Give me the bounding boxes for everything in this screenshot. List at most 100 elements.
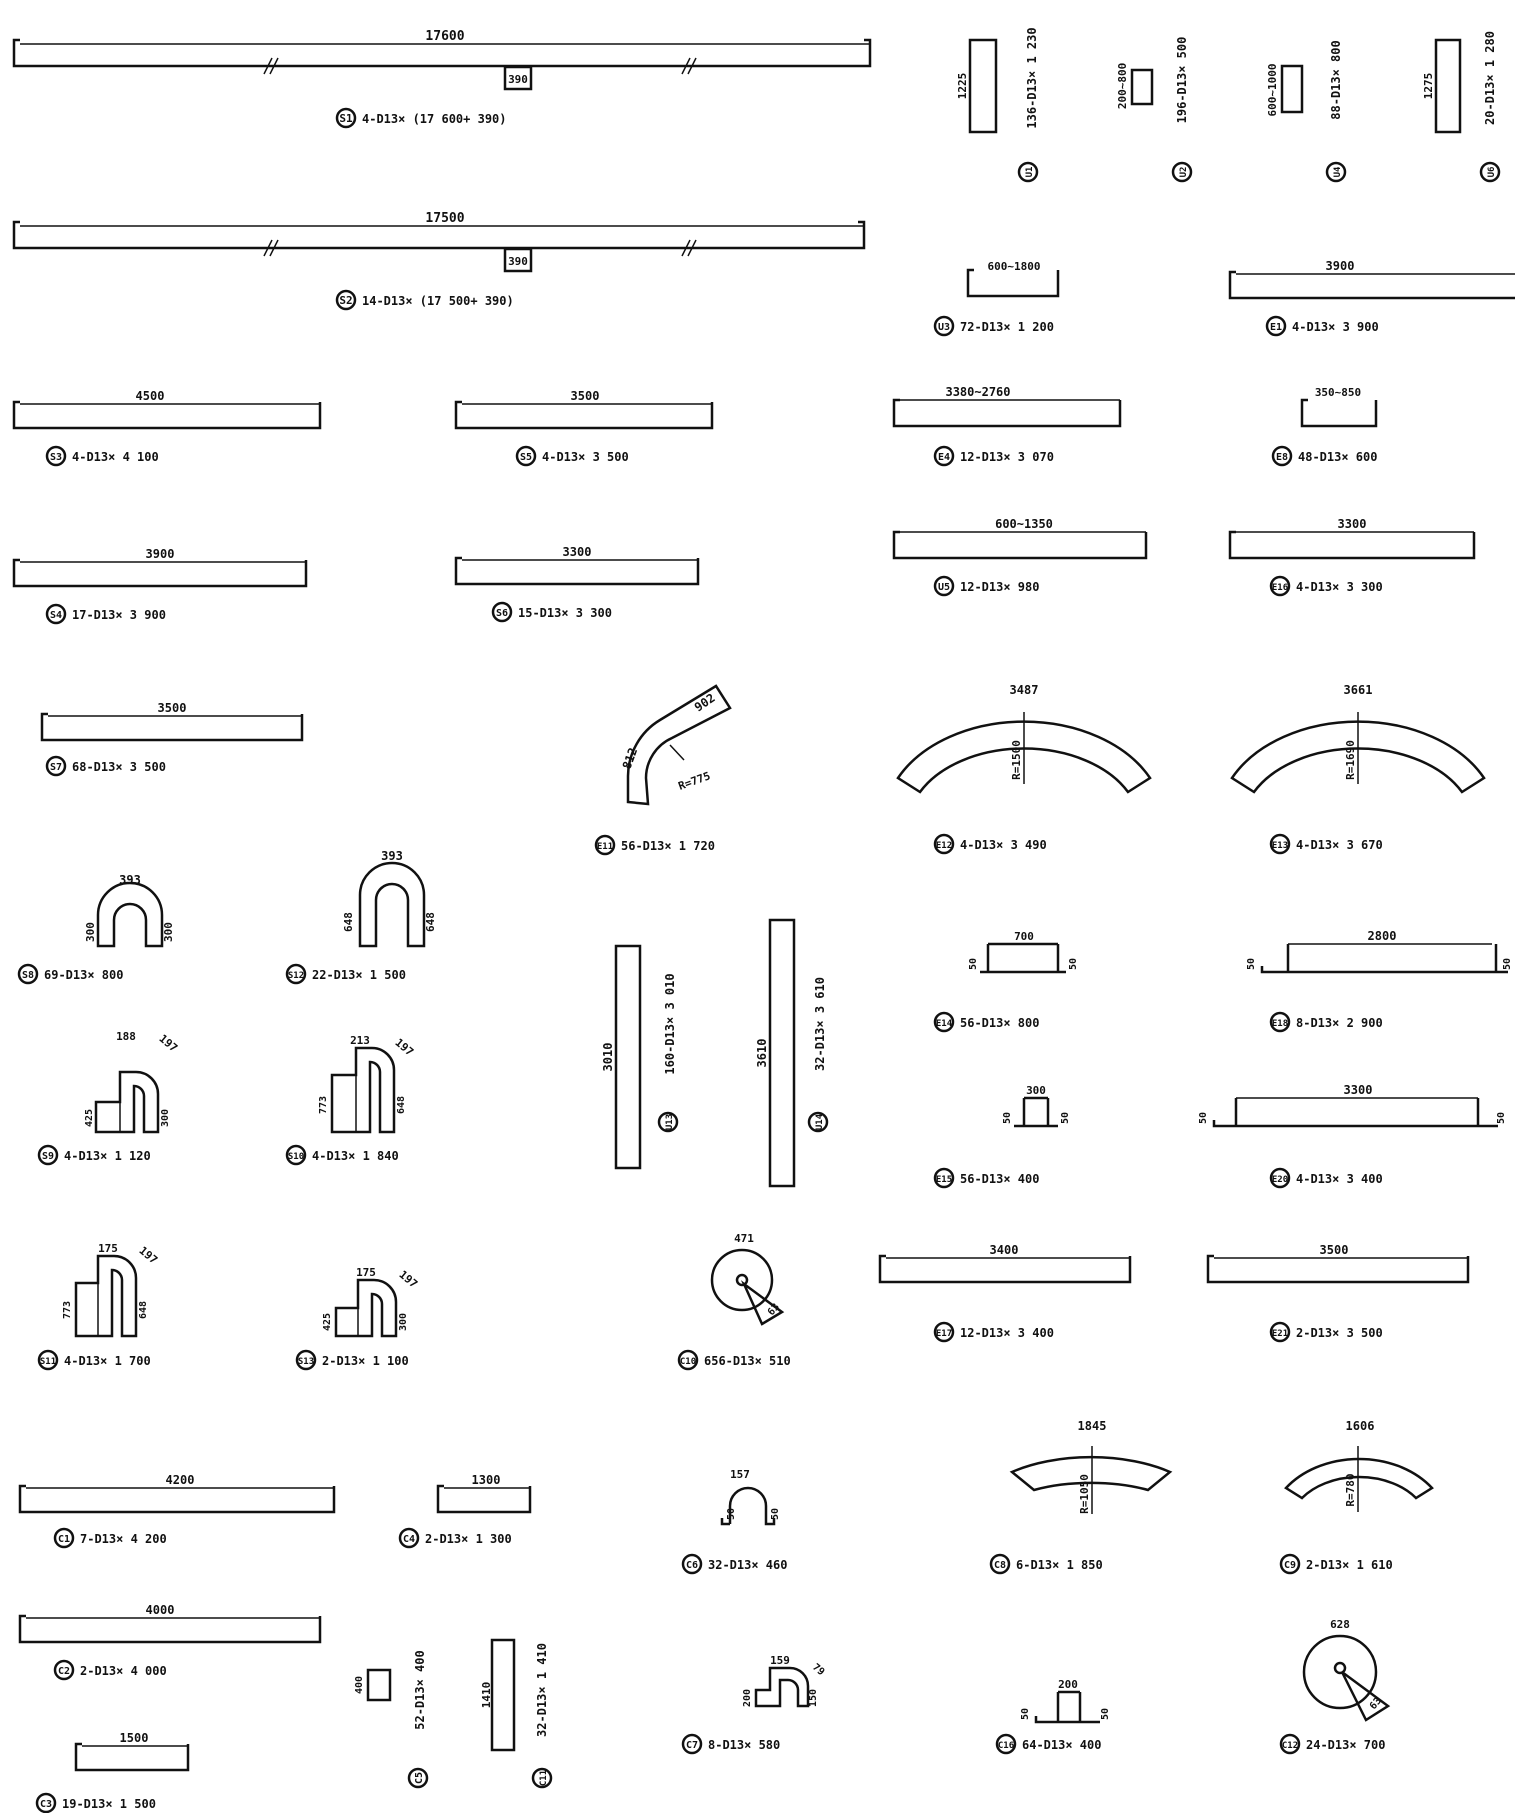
bar-C9: 1606 R=780 C9 2-D13× 1 610 — [1279, 1419, 1434, 1575]
bar-C6-id: C6 — [686, 1560, 698, 1571]
bar-S9-id: S9 — [42, 1151, 54, 1162]
bar-S10-id: S10 — [288, 1152, 304, 1162]
bar-E11-radius: R=775 — [677, 769, 713, 793]
bar-U6: 1275 20-D13× 1 280 U6 — [1422, 31, 1501, 183]
bar-S2: 17500 390 S2 14-D13× (17 500+ 390) — [12, 211, 866, 311]
bar-C5-length: 400 — [354, 1676, 365, 1694]
bar-E18-id: E18 — [1272, 1019, 1288, 1029]
bar-E12-id: E12 — [936, 841, 952, 851]
bar-U3: 600~1800 U3 72-D13× 1 200 — [933, 260, 1060, 337]
bar-E20-spec: 4-D13× 3 400 — [1296, 1172, 1383, 1186]
bar-E18-spec: 8-D13× 2 900 — [1296, 1016, 1383, 1030]
bar-S10-leg1: 773 — [318, 1096, 329, 1114]
bar-S4: 3900 S4 17-D13× 3 900 — [12, 547, 308, 625]
bar-U14-id: U14 — [815, 1113, 825, 1130]
bar-C5: 400 52-D13× 400 C5 — [354, 1650, 429, 1789]
bar-E1-length: 3900 — [1326, 259, 1355, 273]
bar-U4-spec: 88-D13× 800 — [1329, 40, 1343, 119]
bar-E1: 3900 E1 4-D13× 3 900 — [1228, 259, 1515, 337]
bar-S10-radius: 197 — [392, 1036, 416, 1059]
bar-S9-leg2: 300 — [160, 1109, 171, 1127]
bar-U5: 600~1350 U5 12-D13× 980 — [892, 517, 1148, 597]
bar-E11: 902 812 R=775 E11 56-D13× 1 720 — [594, 684, 732, 856]
bar-U14-length: 3610 — [755, 1039, 769, 1068]
bar-E20-id: E20 — [1272, 1175, 1288, 1185]
bar-S2-mark — [335, 289, 357, 311]
bar-E14: 700 50 50 E14 56-D13× 800 — [933, 930, 1079, 1033]
bar-U13-length: 3010 — [601, 1043, 615, 1072]
bar-E15-spec: 56-D13× 400 — [960, 1172, 1039, 1186]
bar-S10: 213 197 773 648 S10 4-D13× 1 840 — [285, 1034, 416, 1166]
bar-S5-id: S5 — [520, 452, 532, 463]
bar-E13-radius: R=1690 — [1344, 740, 1357, 780]
bar-C10: 471 63 C10 656-D13× 510 — [677, 1232, 791, 1371]
bar-C4: 1300 C4 2-D13× 1 300 — [398, 1473, 532, 1549]
bar-C7-radius: 79 — [810, 1662, 826, 1678]
bar-S5: 3500 S5 4-D13× 3 500 — [454, 389, 714, 467]
bar-C9-length: 1606 — [1346, 1419, 1375, 1433]
bar-U13-id: U13 — [665, 1114, 675, 1130]
bar-E21: 3500 E21 2-D13× 3 500 — [1206, 1243, 1470, 1343]
bar-C7: 159 79 200 150 C7 8-D13× 580 — [681, 1654, 826, 1755]
bar-S3-id: S3 — [50, 452, 62, 463]
bar-C6-hook-left: 50 — [726, 1508, 737, 1520]
bar-S1-lap — [503, 65, 533, 91]
bar-C7-leg1: 200 — [742, 1689, 753, 1707]
bar-C1-id: C1 — [58, 1534, 70, 1545]
bar-U4-id: U4 — [1333, 166, 1343, 177]
bar-C11-spec: 32-D13× 1 410 — [535, 1643, 549, 1737]
bar-E13-id: E13 — [1272, 841, 1288, 851]
bar-U6-spec: 20-D13× 1 280 — [1483, 31, 1497, 125]
bar-C6-width: 157 — [730, 1468, 750, 1481]
bar-U2-length: 200~800 — [1116, 63, 1129, 109]
bar-S10-width: 213 — [350, 1034, 370, 1047]
bar-S1-length: 17600 — [425, 29, 464, 44]
bar-C10-spec: 656-D13× 510 — [704, 1354, 791, 1368]
bar-S9-leg1: 425 — [84, 1109, 95, 1127]
bar-C5-spec: 52-D13× 400 — [413, 1650, 427, 1729]
bar-S12-spec: 22-D13× 1 500 — [312, 968, 406, 982]
bar-S6-spec: 15-D13× 3 300 — [518, 606, 612, 620]
bar-E17-id: E17 — [936, 1329, 952, 1339]
bar-S13: 175 197 425 300 S13 2-D13× 1 100 — [295, 1266, 420, 1371]
bar-E16-spec: 4-D13× 3 300 — [1296, 580, 1383, 594]
bar-C6-hook-right: 50 — [770, 1508, 781, 1520]
bar-S1-id: S1 — [339, 112, 353, 125]
bar-S13-id: S13 — [298, 1357, 314, 1367]
bar-E4-spec: 12-D13× 3 070 — [960, 450, 1054, 464]
bar-S5-spec: 4-D13× 3 500 — [542, 450, 629, 464]
bar-S11-radius: 197 — [136, 1244, 160, 1267]
bar-S9: 188 197 425 300 S9 4-D13× 1 120 — [37, 1030, 180, 1166]
bar-C2-length: 4000 — [146, 1603, 175, 1617]
bar-S11-spec: 4-D13× 1 700 — [64, 1354, 151, 1368]
bar-S1: 17600 390 S1 4-D13× (17 600+ 390) — [12, 29, 872, 129]
bar-E8-id: E8 — [1276, 452, 1288, 463]
bar-C16-length: 200 — [1058, 1678, 1078, 1691]
bar-C2-id: C2 — [58, 1666, 70, 1677]
bar-U5-length: 600~1350 — [995, 517, 1053, 531]
bar-E21-spec: 2-D13× 3 500 — [1296, 1326, 1383, 1340]
bar-S2-length: 17500 — [425, 211, 464, 226]
bar-C12-id: C12 — [1282, 1741, 1298, 1751]
bar-S8-id: S8 — [22, 970, 34, 981]
bar-C10-diameter: 471 — [734, 1232, 754, 1245]
bar-E21-id: E21 — [1272, 1329, 1288, 1339]
bar-S8-spec: 69-D13× 800 — [44, 968, 123, 982]
bar-E21-length: 3500 — [1320, 1243, 1349, 1257]
bar-S12-leg1: 648 — [342, 912, 355, 932]
bar-U4: 600~1000 88-D13× 800 U4 — [1266, 40, 1347, 183]
bar-S9-width: 188 — [116, 1030, 136, 1043]
bar-S3: 4500 S3 4-D13× 4 100 — [12, 389, 322, 467]
bar-E13: 3661 R=1690 E13 4-D13× 3 670 — [1230, 683, 1486, 855]
bar-U13: 3010 160-D13× 3 010 U13 — [601, 944, 679, 1170]
bar-S7: 3500 S7 68-D13× 3 500 — [40, 701, 304, 777]
bar-S9-spec: 4-D13× 1 120 — [64, 1149, 151, 1163]
bar-E13-spec: 4-D13× 3 670 — [1296, 838, 1383, 852]
bar-S2-lap — [503, 247, 533, 273]
bar-C5-id: C5 — [414, 1772, 425, 1784]
bar-C1: 4200 C1 7-D13× 4 200 — [18, 1473, 336, 1549]
bar-C9-id: C9 — [1284, 1560, 1296, 1571]
bar-S1-mark — [335, 107, 357, 129]
bar-C9-spec: 2-D13× 1 610 — [1306, 1558, 1393, 1572]
bar-E17-spec: 12-D13× 3 400 — [960, 1326, 1054, 1340]
